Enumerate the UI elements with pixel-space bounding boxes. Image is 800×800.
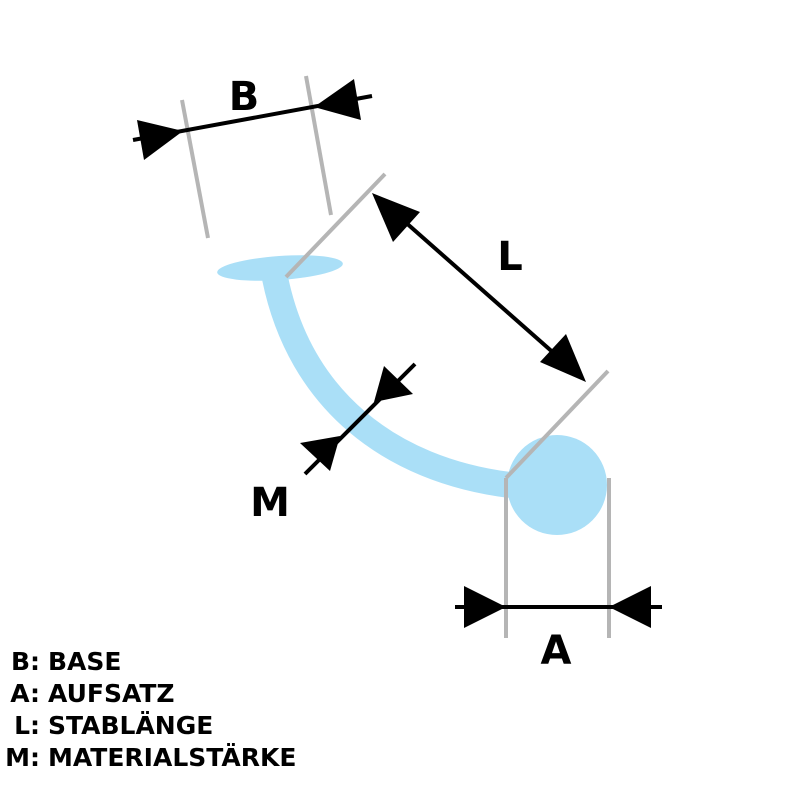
legend-row: B: BASE: [0, 646, 296, 678]
length-extension-top: [284, 172, 387, 279]
legend-key: L:: [14, 711, 40, 740]
legend: B: BASE A: AUFSATZ L: STABLÄNGE M: MATER…: [0, 646, 296, 774]
top-arrow-right: [609, 586, 651, 628]
legend-key: B:: [10, 647, 40, 676]
base-disc: [217, 255, 343, 281]
length-dimension-line: [376, 196, 584, 380]
top-arrow-left: [464, 586, 506, 628]
extension-lines: [180, 75, 611, 638]
base-arrow-left: [137, 120, 183, 160]
base-extension-left: [180, 99, 210, 239]
legend-label: MATERIALSTÄRKE: [48, 743, 297, 772]
legend-label: AUFSATZ: [48, 679, 175, 708]
top-ball: [507, 435, 607, 535]
legend-row: M: MATERIALSTÄRKE: [0, 742, 296, 774]
base-extension-right: [304, 75, 333, 216]
legend-label: BASE: [48, 647, 122, 676]
material-arrow-upper: [374, 366, 413, 402]
length-arrow-top: [372, 193, 420, 242]
legend-label: STABLÄNGE: [48, 711, 214, 740]
dimension-lines: [132, 79, 662, 628]
legend-key: A:: [10, 679, 40, 708]
label-b: B: [229, 74, 260, 120]
label-l: L: [497, 234, 523, 280]
length-arrow-bottom: [540, 334, 586, 382]
base-arrow-right: [314, 79, 361, 120]
material-arrow-lower: [300, 436, 340, 471]
length-extension-bottom: [504, 369, 610, 480]
legend-row: L: STABLÄNGE: [0, 710, 296, 742]
legend-key: M:: [5, 743, 40, 772]
label-a: A: [541, 628, 572, 674]
legend-row: A: AUFSATZ: [0, 678, 296, 710]
label-m: M: [250, 480, 290, 526]
